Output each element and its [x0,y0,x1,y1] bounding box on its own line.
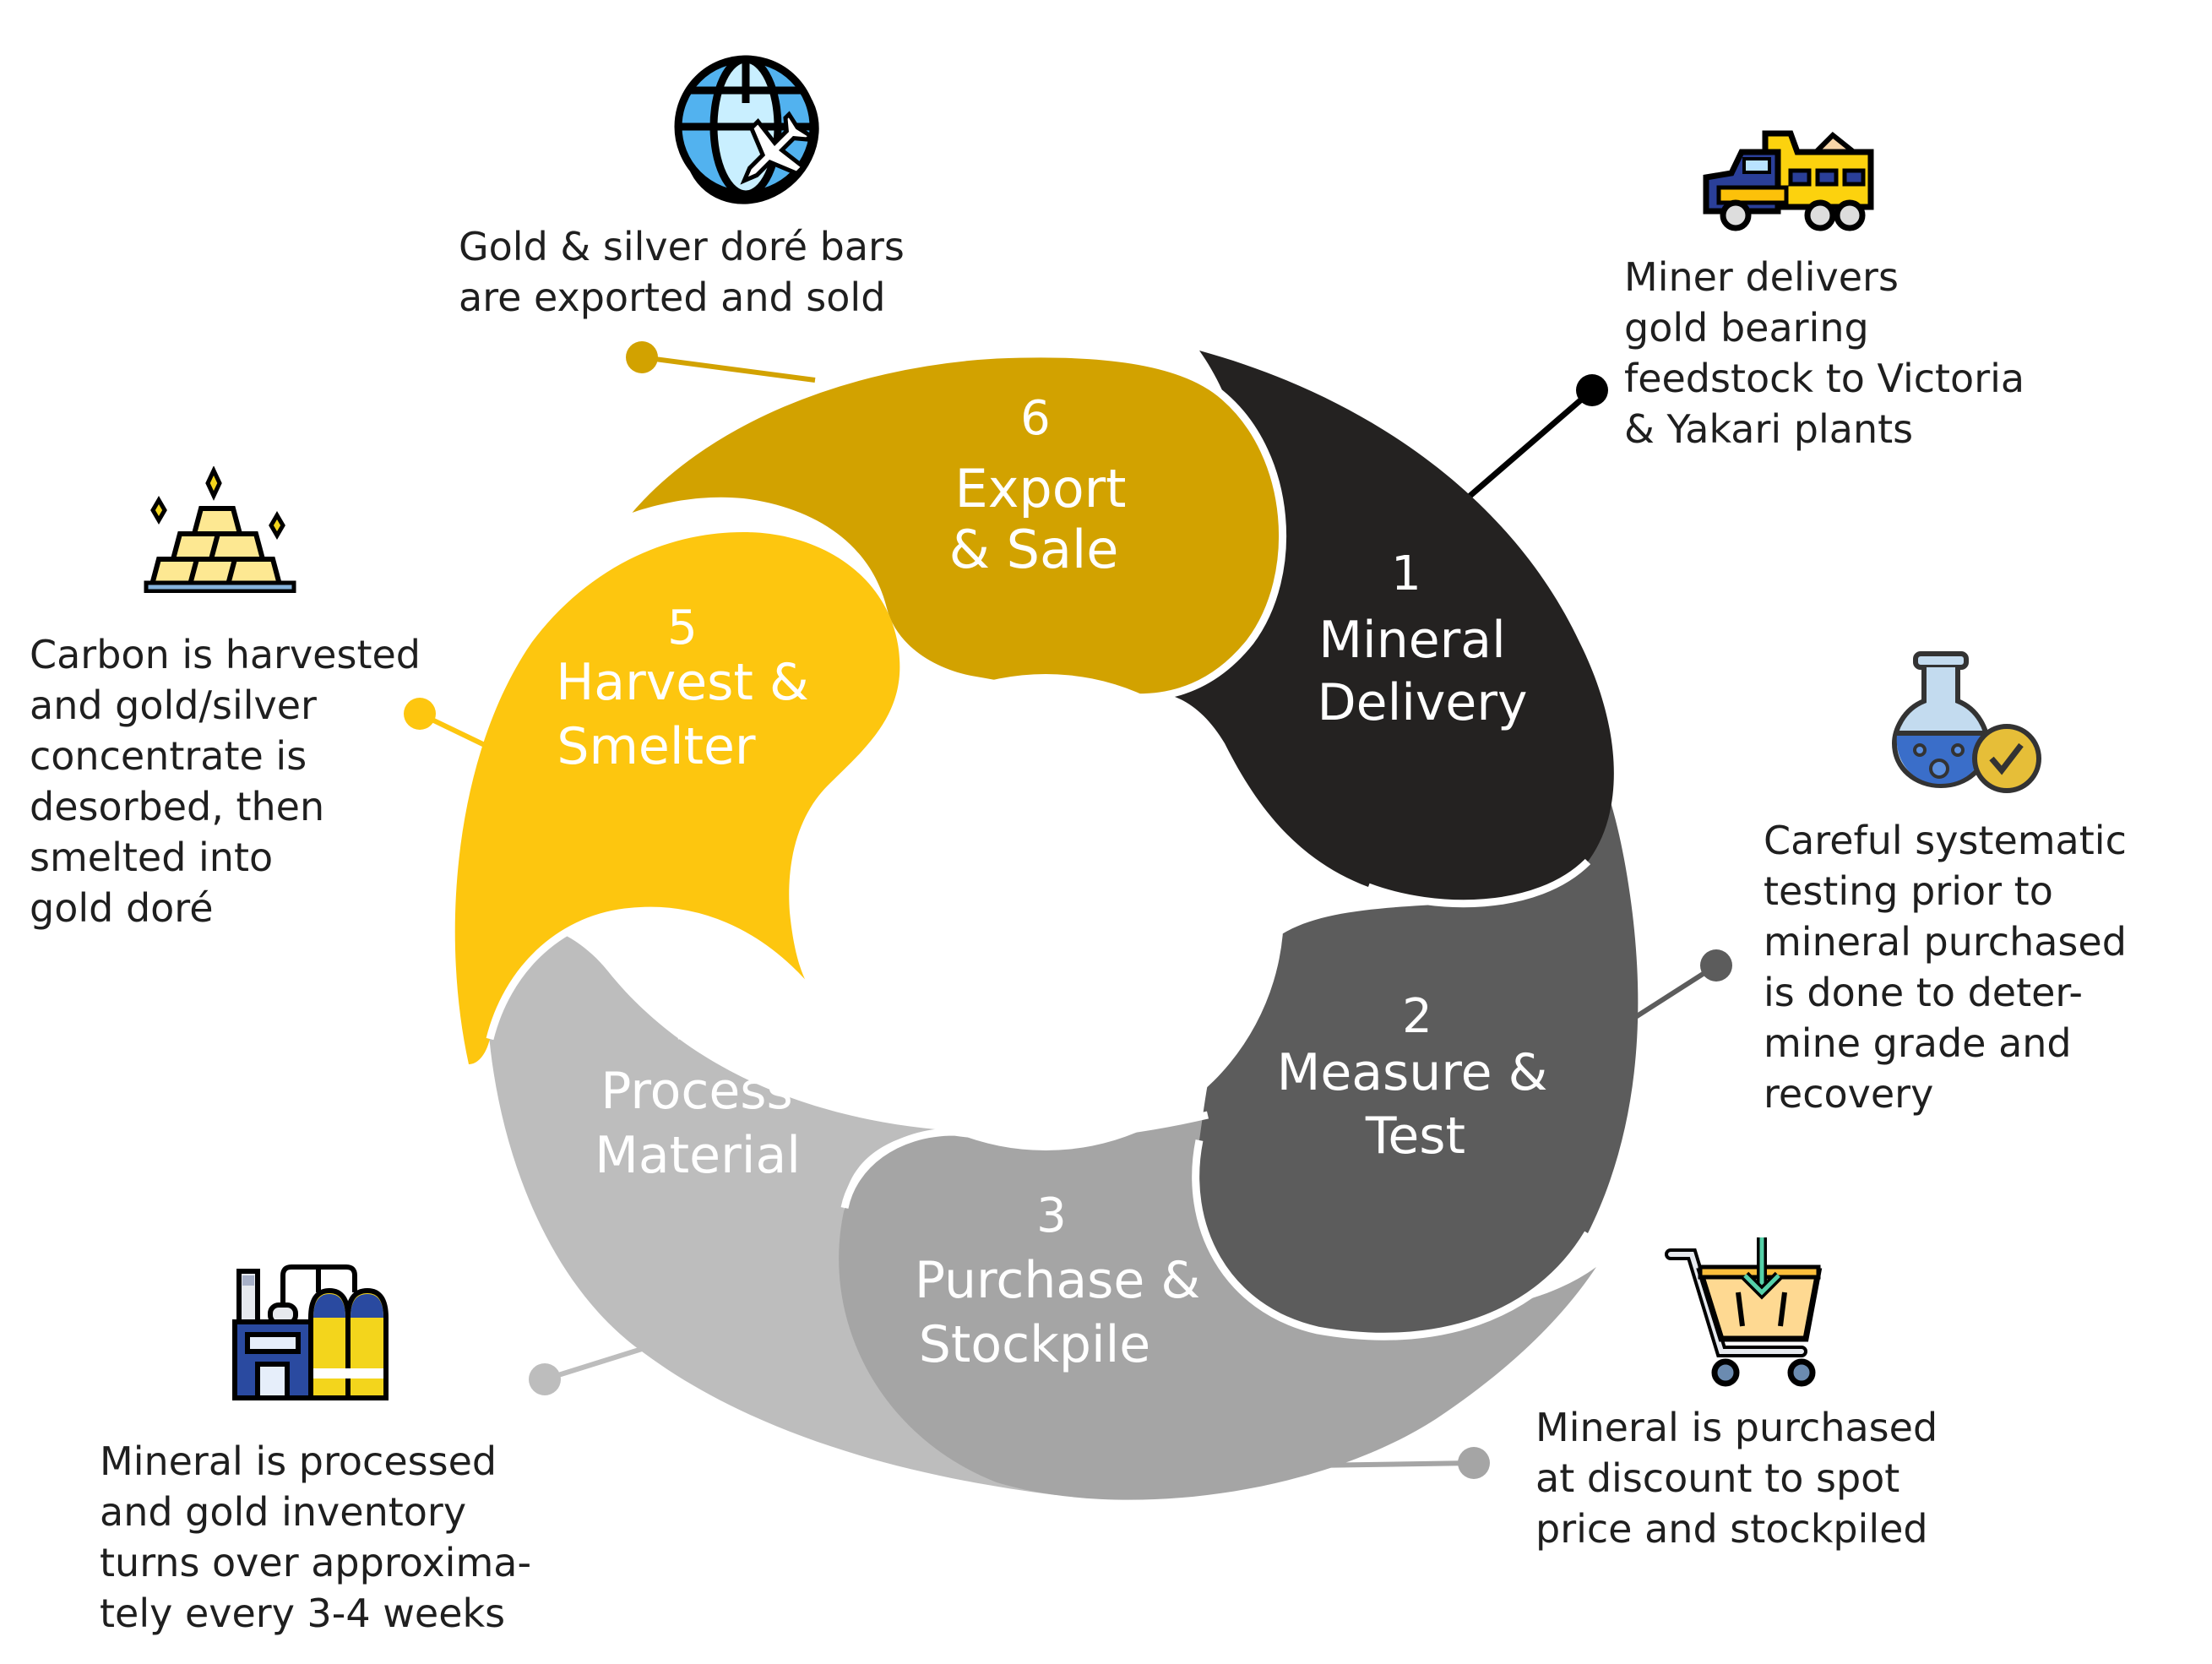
description-step3: Mineral is purchased at discount to spot… [1535,1402,1938,1554]
connectors [404,341,1732,1479]
globe-airplane-icon [674,55,819,204]
gold-bars-icon [144,466,296,593]
step-label-line: Export [955,458,1127,519]
step-number: 6 [1020,391,1051,446]
description-line: mine grade and [1764,1020,2072,1066]
description-step1: Miner delivers gold bearing feedstock to… [1624,252,2024,454]
connector-step6 [641,355,816,383]
step-label-line: & Sale [949,519,1119,580]
description-line: and gold/silver [30,682,317,728]
shopping-cart-icon [1665,1237,1823,1387]
segment-label-4: 4 Process Material [595,1004,801,1185]
step-label-line: Material [595,1126,801,1185]
description-line: concentrate is [30,733,307,779]
connector-dot-step2 [1700,949,1732,982]
step-number: 5 [667,601,698,655]
segment-label-2: 2 Measure & Test [1277,989,1548,1166]
description-line: are exported and sold [459,275,886,320]
description-line: & Yakari plants [1624,406,1914,452]
step-label-line: Test [1365,1107,1465,1166]
description-line: testing prior to [1764,868,2053,914]
description-line: is done to deter- [1764,970,2083,1015]
step-label-line: Measure & [1277,1043,1548,1102]
description-line: mineral purchased [1764,919,2127,965]
description-line: Mineral is processed [100,1438,497,1484]
description-line: smelted into [30,835,274,880]
factory-icon [232,1264,389,1400]
segment-purchase-stockpile[interactable] [839,1115,1596,1500]
segment-label-3: 3 Purchase & Stockpile [915,1188,1200,1374]
description-step4: Mineral is processed and gold inventory … [100,1436,531,1639]
description-step6: Gold & silver doré bars are exported and… [459,221,905,323]
step-label-line: Mineral [1318,611,1505,670]
step-label-line: Process [601,1062,793,1121]
connector-dot-step4 [529,1363,561,1395]
segment-label-6: 6 Export & Sale [949,391,1127,580]
description-step5: Carbon is harvested and gold/silver conc… [30,629,421,933]
connector-dot-step6 [626,341,658,373]
description-line: Gold & silver doré bars [459,224,905,269]
step-number: 3 [1036,1188,1067,1243]
description-line: and gold inventory [100,1489,467,1535]
description-line: at discount to spot [1535,1455,1900,1501]
description-line: tely every 3-4 weeks [100,1591,506,1636]
segment-label-1: 1 Mineral Delivery [1317,547,1527,732]
connector-dot-step3 [1458,1447,1490,1479]
step-number: 1 [1391,547,1421,601]
segment-export-sale[interactable] [625,353,1283,698]
step-label-line: Smelter [557,717,756,776]
step-label-line: Stockpile [919,1315,1150,1374]
description-line: gold bearing [1624,305,1869,351]
segment-outlines [486,350,1591,1340]
connector-step4 [544,1346,643,1382]
connector-dot-step5 [404,698,436,730]
description-line: turns over approxima- [100,1540,532,1585]
segment-label-5: 5 Harvest & Smelter [556,601,809,776]
dump-truck-icon [1703,130,1874,231]
lab-flask-check-icon [1891,651,2041,793]
description-line: desorbed, then [30,784,325,829]
step-label-line: Purchase & [915,1251,1200,1310]
step-number: 4 [676,1004,706,1059]
description-line: Careful systematic [1764,818,2127,863]
description-step2: Careful systematic testing prior to mine… [1764,815,2127,1119]
description-line: price and stockpiled [1535,1506,1928,1552]
description-line: recovery [1764,1071,1934,1117]
description-line: gold doré [30,885,214,931]
step-label-line: Harvest & [556,653,809,712]
description-line: Miner delivers [1624,254,1899,300]
description-line: Carbon is harvested [30,632,421,677]
connector-step2 [1633,963,1718,1020]
segment-process-material[interactable] [486,922,1098,1495]
step-number: 2 [1402,989,1432,1044]
description-line: Mineral is purchased [1535,1405,1938,1450]
description-line: feedstock to Victoria [1624,356,2025,401]
connector-dot-step1 [1576,374,1608,406]
step-label-line: Delivery [1317,673,1527,732]
